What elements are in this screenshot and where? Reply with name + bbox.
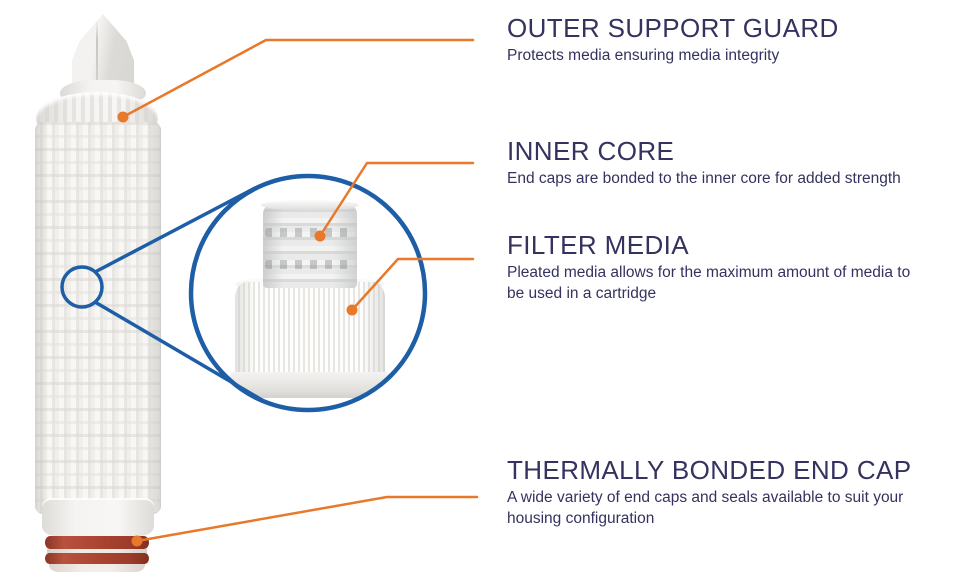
callout-filter-media: FILTER MEDIA Pleated media allows for th… (507, 230, 925, 304)
callout-title: OUTER SUPPORT GUARD (507, 13, 839, 43)
gasket-ring-upper (45, 536, 149, 549)
cartridge-bottom-end-cap (42, 500, 154, 536)
cartridge-pleated-body (35, 122, 161, 514)
callout-title: INNER CORE (507, 136, 675, 166)
callout-title: FILTER MEDIA (507, 230, 690, 260)
cartridge-bottom-lip (49, 564, 145, 572)
inset-pleated-media-base (229, 372, 391, 398)
callout-description: A wide variety of end caps and seals ava… (507, 489, 904, 527)
filter-cartridge-image (0, 0, 200, 587)
inset-pleated-media (235, 282, 385, 378)
gasket-gap (47, 549, 147, 553)
callout-description: Pleated media allows for the maximum amo… (507, 264, 911, 302)
inset-inner-core-slots (265, 228, 355, 237)
inset-inner-core (263, 204, 357, 288)
magnified-inset-photo (191, 176, 425, 410)
callout-outer-support-guard: OUTER SUPPORT GUARD Protects media ensur… (507, 13, 925, 67)
callout-thermally-bonded-end-cap: THERMALLY BONDED END CAP A wide variety … (507, 455, 925, 529)
callout-inner-core: INNER CORE End caps are bonded to the in… (507, 136, 925, 190)
gasket-ring-lower (45, 553, 149, 564)
callout-description: End caps are bonded to the inner core fo… (507, 170, 901, 188)
callout-title: THERMALLY BONDED END CAP (507, 455, 912, 485)
callout-description: Protects media ensuring media integrity (507, 47, 780, 65)
inset-inner-core-slots (265, 260, 355, 269)
inset-inner-core-rim (261, 200, 359, 210)
fin-crease-line (96, 20, 98, 90)
